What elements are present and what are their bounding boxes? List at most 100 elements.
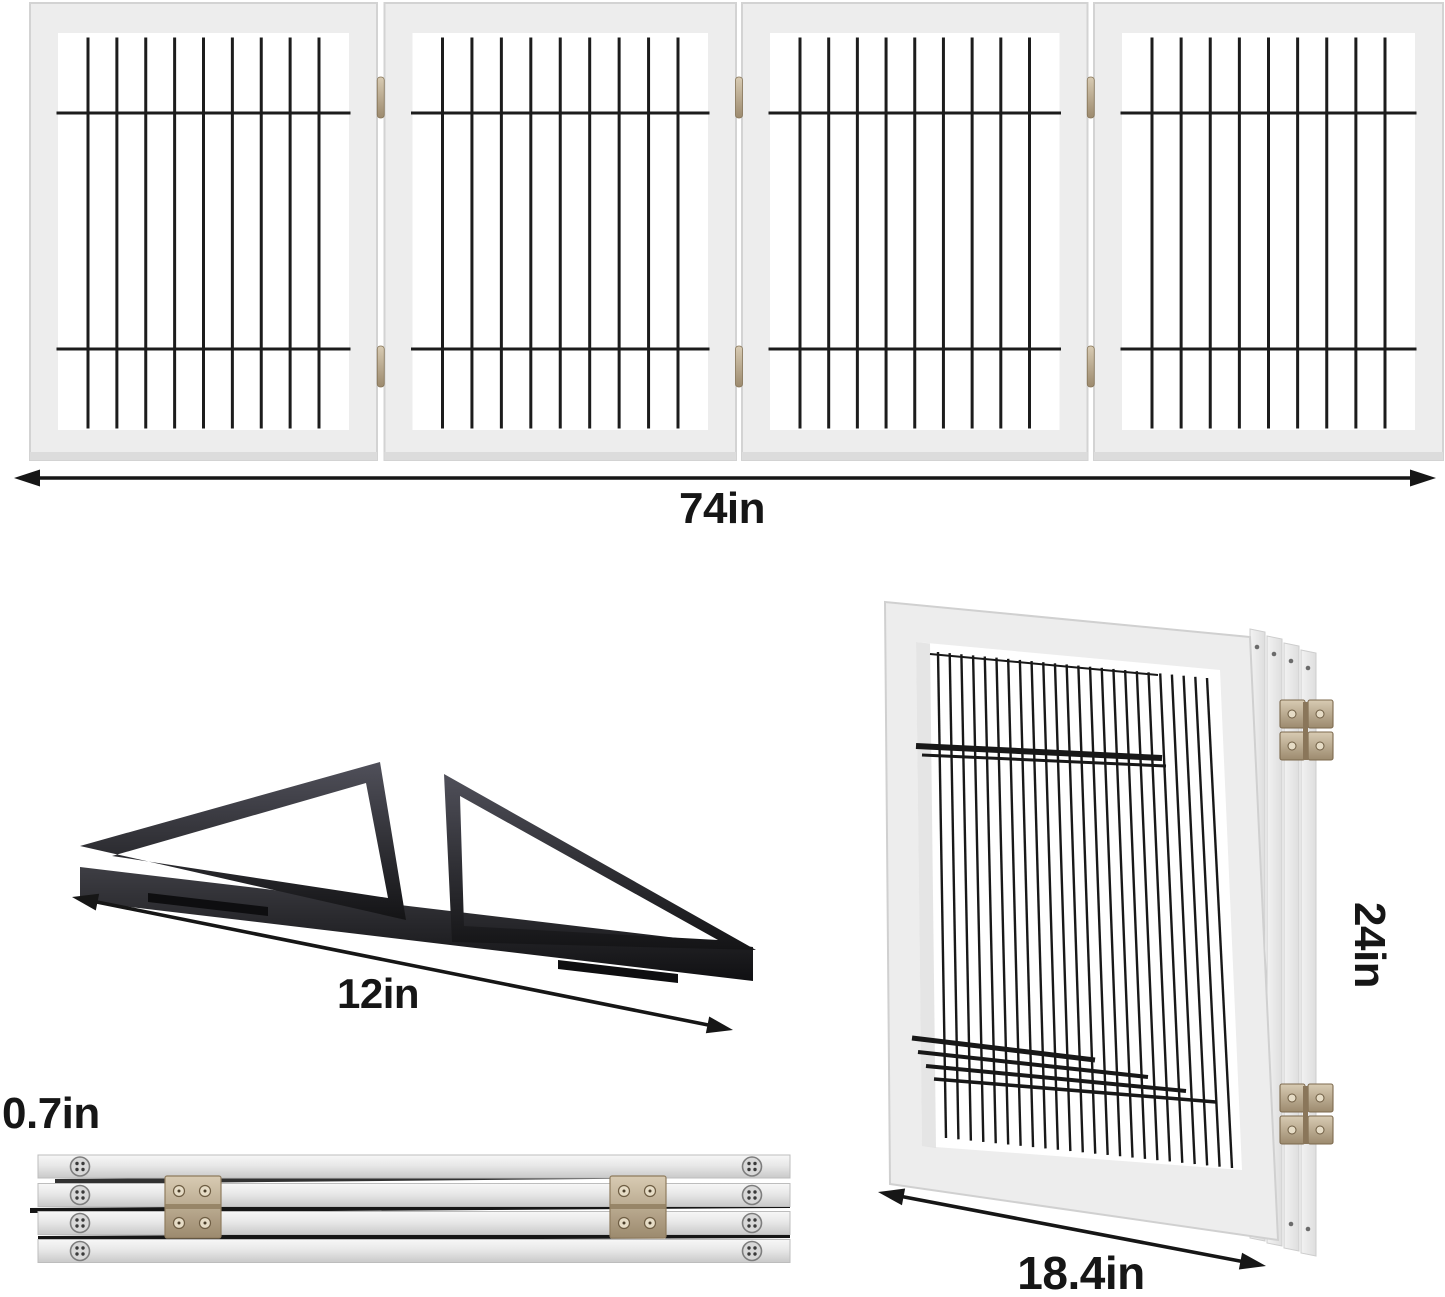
foot-pad (558, 960, 678, 983)
hinge-screw (1287, 1125, 1297, 1135)
hinge-screw (1315, 1093, 1325, 1103)
horizontal-wire-bar (933, 1077, 1217, 1104)
expanded-width-arrow (14, 469, 1436, 487)
screw-dot (75, 1167, 79, 1172)
panel-frame-base-shade (1094, 452, 1443, 460)
vertical-wire (1135, 671, 1159, 1161)
vertical-wire (1147, 672, 1172, 1162)
edge-screw-dot (1305, 665, 1311, 671)
panel-height-label: 24in (1345, 902, 1394, 989)
panel-wires (411, 37, 710, 429)
screw-dot (747, 1246, 751, 1250)
screw-dot (75, 1218, 79, 1222)
screw-dot (648, 1189, 652, 1193)
panel-wires (1120, 37, 1417, 429)
edge-screw-dot (1271, 651, 1277, 657)
screw-dot (81, 1246, 85, 1250)
screw-dot (753, 1190, 757, 1194)
slat-screw (69, 1212, 91, 1234)
edge-screw-dot (1288, 1221, 1294, 1227)
foot-pad (148, 893, 268, 916)
screw-dot (747, 1161, 751, 1166)
slat-screw (69, 1156, 91, 1177)
horizontal-wire-bar (911, 1035, 1096, 1063)
gate-panel (741, 2, 1089, 461)
hinge-screw (1287, 709, 1297, 719)
screw-dot (75, 1246, 79, 1250)
slat-screw (741, 1212, 763, 1234)
gate-hinge-pin (735, 76, 743, 119)
hinge-pin (1303, 1086, 1308, 1144)
vertical-wire (1182, 675, 1209, 1166)
hinge-screw (1315, 741, 1325, 751)
gate-panel (1093, 2, 1444, 461)
folded-thickness-label: 0.7in (2, 1089, 100, 1138)
panel-width-label: 18.4in (1017, 1247, 1145, 1297)
folded-slat (37, 1211, 791, 1235)
wire-top-rail (929, 653, 1159, 676)
opening-left-shadow (916, 642, 936, 1148)
folded-slat (37, 1183, 791, 1207)
expanded-gate (29, 2, 1444, 461)
screw-dot (81, 1161, 85, 1166)
slat-screw (741, 1240, 763, 1262)
folded-slat (37, 1154, 791, 1179)
screw-dot (753, 1196, 757, 1200)
arrowhead (14, 469, 40, 487)
vertical-wire (1170, 674, 1196, 1165)
screw-dot (81, 1224, 85, 1228)
horizontal-wire-bar (921, 753, 1167, 768)
gate-hinge-pin (376, 76, 385, 119)
gate-panel (29, 2, 378, 461)
folded-front-view (883, 600, 1334, 1257)
gate-hinge-pin (376, 345, 385, 388)
screw-dot (203, 1221, 207, 1225)
screw-dot (753, 1161, 757, 1166)
foot-length-label: 12in (336, 970, 420, 1017)
expanded-width-label: 74in (678, 484, 766, 533)
arrowhead (878, 1188, 906, 1206)
panel-width-arrow (878, 1188, 1266, 1270)
screw-dot (81, 1190, 85, 1194)
screw-dot (177, 1189, 181, 1193)
screw-dot (75, 1196, 79, 1200)
folded-side-view (30, 1154, 791, 1263)
screw-dot (75, 1190, 79, 1194)
vertical-wire (936, 651, 948, 1139)
screw-dot (81, 1218, 85, 1222)
horizontal-wire-bar (925, 1064, 1187, 1093)
front-panel-opening (916, 642, 1242, 1170)
hinge-screw (1287, 1093, 1297, 1103)
arrowhead (1238, 1252, 1266, 1270)
arrowhead (72, 893, 100, 911)
screw-dot (622, 1221, 626, 1225)
hinge-screw (1315, 1125, 1325, 1135)
panel-frame-base-shade (742, 452, 1088, 460)
folded-slat (37, 1239, 791, 1263)
hinge-knuckle-line (165, 1204, 221, 1209)
edge-screw-dot (1254, 644, 1260, 650)
gate-panel (383, 2, 737, 461)
arrowhead (1410, 469, 1436, 487)
vertical-wire (1159, 673, 1184, 1163)
vertical-wire (948, 653, 960, 1140)
screw-dot (747, 1196, 751, 1200)
support-foot (80, 762, 756, 983)
foot-left-triangle (80, 762, 406, 920)
horizontal-wire-bar (917, 1050, 1149, 1079)
screw-dot (753, 1252, 757, 1256)
screw-dot (753, 1218, 757, 1222)
hinge-screw (1315, 709, 1325, 719)
screw-dot (81, 1167, 85, 1172)
dimension-line (93, 899, 712, 1028)
edge-screw-dot (1305, 1226, 1311, 1232)
slat-screw (741, 1184, 763, 1206)
hinge-screw (1287, 741, 1297, 751)
screw-dot (81, 1252, 85, 1256)
screw-dot (747, 1218, 751, 1222)
panel-frame-base-shade (30, 452, 377, 460)
screw-dot (75, 1161, 79, 1166)
screw-dot (747, 1252, 751, 1256)
dimension-line (899, 1194, 1245, 1264)
screw-dot (747, 1224, 751, 1228)
